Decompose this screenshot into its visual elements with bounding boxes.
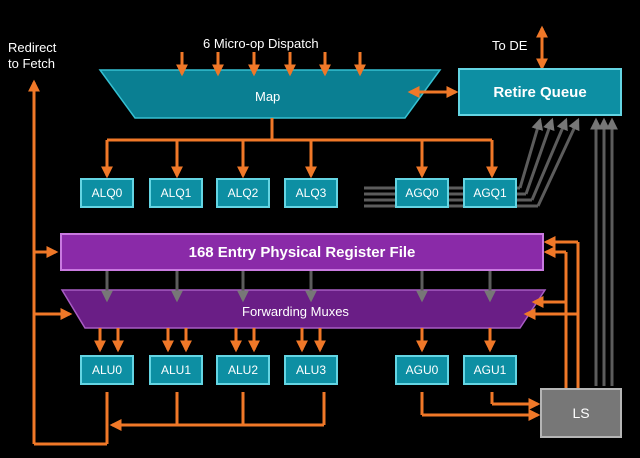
ls-label: LS (572, 405, 590, 421)
redirect-label-line2: to Fetch (8, 56, 55, 71)
map-label: Map (255, 89, 281, 104)
unit-alu0: ALU0 (80, 355, 134, 385)
scheduler-agq1: AGQ1 (463, 178, 517, 208)
redirect-label-line1: Redirect (8, 40, 57, 55)
scheduler-label: ALQ3 (295, 186, 327, 200)
scheduler-label: ALQ1 (160, 186, 192, 200)
register-file-box: 168 Entry Physical Register File (60, 233, 544, 271)
unit-label: AGU0 (405, 363, 439, 377)
unit-label: ALU3 (295, 363, 327, 377)
unit-alu1: ALU1 (149, 355, 203, 385)
unit-agu0: AGU0 (395, 355, 449, 385)
redirect-label: Redirect to Fetch (8, 40, 56, 72)
retire-queue-box: Retire Queue (458, 68, 622, 116)
scheduler-label: ALQ0 (91, 186, 123, 200)
unit-label: AGU1 (473, 363, 507, 377)
scheduler-alq3: ALQ3 (284, 178, 338, 208)
scheduler-agq0: AGQ0 (395, 178, 449, 208)
unit-label: ALU1 (160, 363, 192, 377)
forwarding-muxes-label: Forwarding Muxes (242, 304, 349, 319)
retire-queue-label: Retire Queue (493, 83, 587, 101)
unit-label: ALU0 (91, 363, 123, 377)
unit-label: ALU2 (227, 363, 259, 377)
unit-alu3: ALU3 (284, 355, 338, 385)
to-de-label: To DE (492, 38, 528, 53)
register-file-label: 168 Entry Physical Register File (188, 243, 416, 261)
unit-alu2: ALU2 (216, 355, 270, 385)
scheduler-label: AGQ0 (405, 186, 439, 200)
unit-agu1: AGU1 (463, 355, 517, 385)
scheduler-label: AGQ1 (473, 186, 507, 200)
scheduler-alq2: ALQ2 (216, 178, 270, 208)
ls-box: LS (540, 388, 622, 438)
scheduler-alq1: ALQ1 (149, 178, 203, 208)
dispatch-label: 6 Micro-op Dispatch (203, 36, 319, 51)
scheduler-alq0: ALQ0 (80, 178, 134, 208)
scheduler-label: ALQ2 (227, 186, 259, 200)
